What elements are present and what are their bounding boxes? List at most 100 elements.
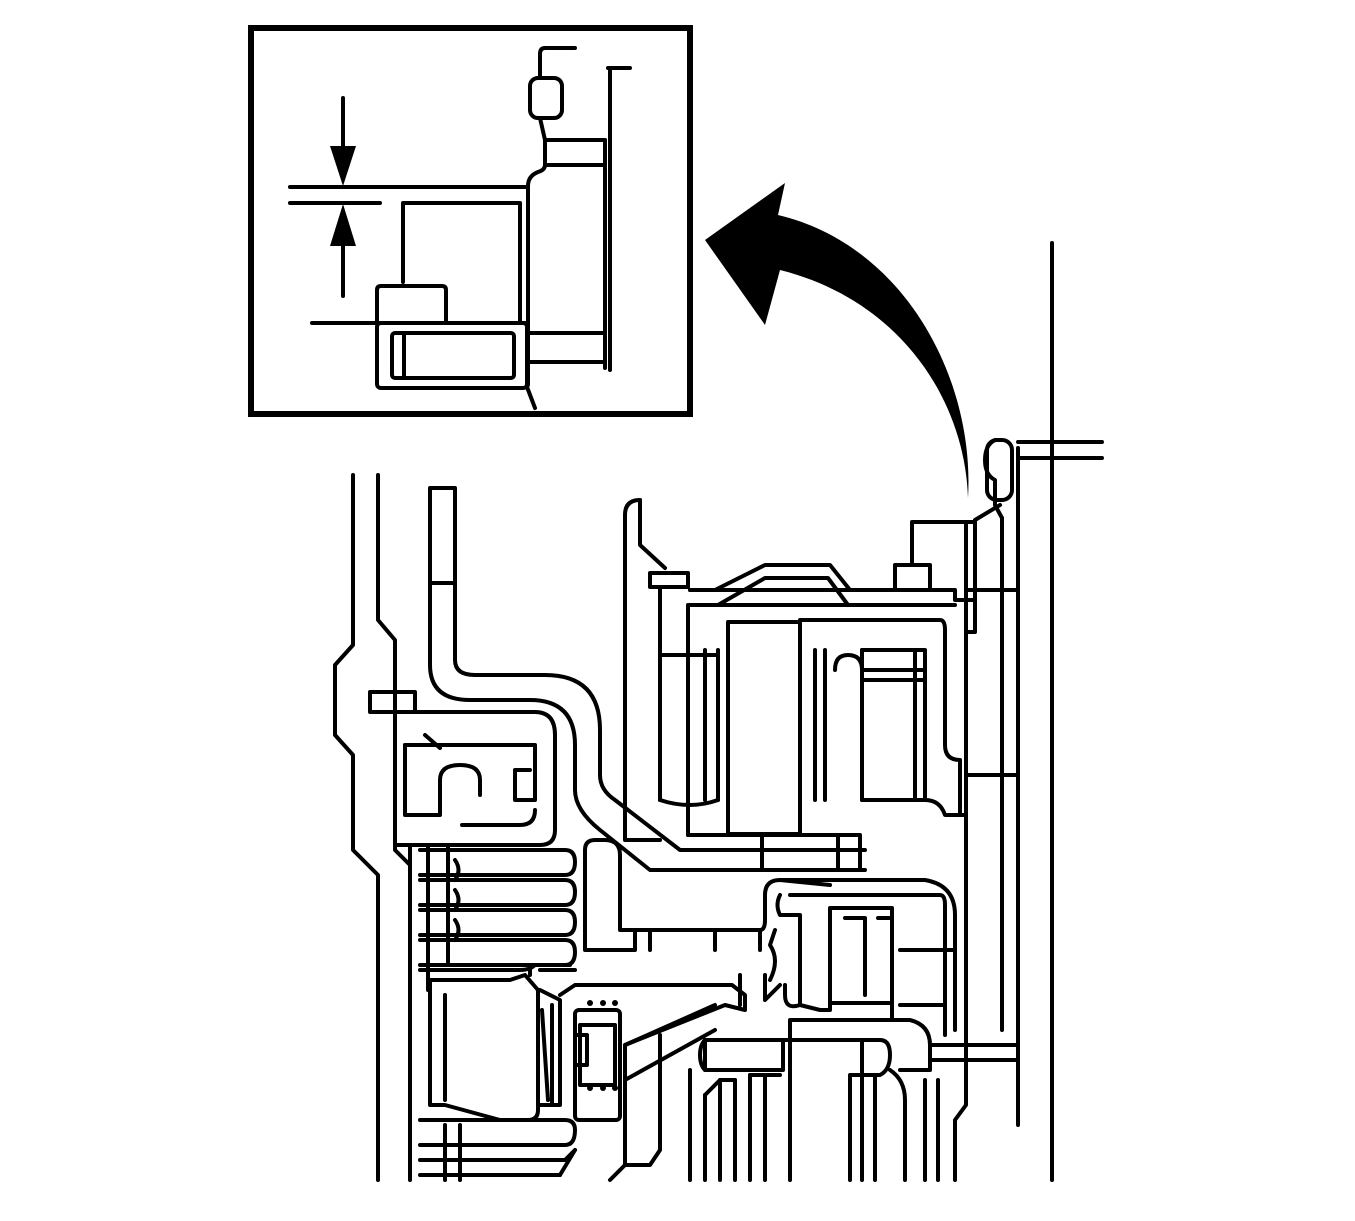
- housing-edge: [525, 385, 537, 410]
- clutch-drum-wall: [408, 843, 430, 1182]
- clutch-plate: [418, 848, 577, 877]
- drum-lip: [738, 973, 782, 1007]
- drum-bottom-step: [923, 798, 968, 817]
- accumulator-seal: [573, 1033, 589, 1067]
- case-wall-outer: [333, 473, 380, 1182]
- seal-tab: [648, 571, 690, 589]
- main-cross-section: [333, 241, 1104, 1182]
- clutch-plate: [418, 878, 577, 907]
- hub-wall-right: [953, 520, 968, 1182]
- clutch-plate-stack: [418, 843, 577, 967]
- snap-ring: [985, 438, 1014, 502]
- hub-left-wall: [623, 498, 662, 842]
- ring-gear: [788, 1018, 902, 1182]
- output-spline-tops: [703, 1073, 782, 1097]
- spring-block: [893, 563, 932, 592]
- dimension-arrow-icon: [330, 204, 356, 246]
- return-spring: [403, 743, 482, 817]
- carrier-ring: [890, 948, 957, 1072]
- plate-separators: [446, 843, 461, 967]
- inset-components: [310, 46, 632, 410]
- clutch-pack-block: [726, 620, 802, 836]
- seal-tab-left: [368, 690, 417, 714]
- upper-clutch-housing: [623, 498, 977, 872]
- lower-gear-train: [623, 1033, 940, 1182]
- inset-frame: [248, 25, 693, 417]
- output-carrier-lines: [860, 1038, 877, 1182]
- carrier-step: [798, 1001, 832, 1012]
- hub-left-inner: [638, 498, 667, 570]
- drum-top: [688, 588, 977, 634]
- piston-housing: [393, 710, 557, 847]
- carrier-lip: [775, 893, 802, 1009]
- shaft-bore: [1000, 446, 1020, 1127]
- curved-arrow-icon: [705, 183, 969, 498]
- clutch-plate-group: [860, 648, 927, 802]
- dimension-arrow-icon: [330, 146, 356, 186]
- piston-outline: [403, 743, 537, 802]
- clutch-hub: [798, 618, 962, 817]
- bearing-ball: [600, 1000, 606, 1006]
- inset-detail-view: [248, 25, 693, 417]
- apply-plate-detail: [528, 963, 577, 977]
- bearing-ball: [612, 1000, 618, 1006]
- carrier-outer: [778, 878, 957, 1032]
- bearing-ball: [587, 1000, 593, 1006]
- center-hub: [583, 838, 957, 1182]
- clutch-plate: [418, 908, 577, 937]
- spline-lines: [648, 928, 762, 952]
- sun-gear-plate: [633, 878, 832, 932]
- clutch-plate: [418, 938, 577, 967]
- bearing-ball: [612, 1085, 618, 1091]
- clutch-plate-lines: [860, 668, 927, 682]
- drum-hump-inner: [688, 576, 850, 607]
- clearance-dimension: [288, 96, 530, 298]
- oil-passage-inner: [453, 581, 867, 852]
- oil-passage-outer: [428, 581, 867, 872]
- hub-top: [538, 46, 577, 80]
- band-strut-lines: [623, 1003, 717, 1082]
- clutch-cap: [833, 653, 864, 672]
- output-carrier: [781, 1038, 892, 1182]
- retainer-lip: [973, 503, 1002, 522]
- radial-passages: [928, 588, 1020, 1062]
- piston-seal-inner: [390, 331, 516, 380]
- shaft-top: [428, 486, 457, 585]
- pinion-gear: [828, 906, 894, 1005]
- clutch-splines: [813, 648, 864, 802]
- output-shell: [888, 1068, 927, 1182]
- hub-step: [538, 116, 607, 142]
- bearing-ball: [600, 1085, 606, 1091]
- snap-ring: [528, 76, 564, 120]
- accumulator-piston: [578, 1023, 617, 1087]
- gear-edge: [768, 928, 777, 982]
- piston-walls: [686, 603, 720, 837]
- output-splines: [688, 1068, 767, 1182]
- hub-flange: [583, 838, 637, 952]
- right-housing: [928, 241, 1104, 1182]
- retainer-outline: [401, 201, 522, 325]
- lower-separators: [443, 1123, 462, 1182]
- piston-seal-path: [460, 808, 537, 827]
- left-housing: [333, 473, 867, 1182]
- drum-base: [686, 833, 862, 872]
- bearing-ball: [587, 1085, 593, 1091]
- thrust-washer-edge: [698, 1038, 707, 1072]
- outer-housing: [606, 66, 632, 372]
- drum-hump: [688, 563, 852, 592]
- spring-cap: [375, 284, 448, 325]
- output-shaft: [1016, 440, 1104, 460]
- clutch-plate-lower: [418, 1118, 577, 1147]
- carrier-inner: [788, 893, 947, 1037]
- case-wall-inner: [376, 473, 412, 867]
- output-hub-left: [623, 1033, 662, 1167]
- servo-spring: [540, 1003, 554, 1107]
- lower-assembly: [418, 963, 782, 1182]
- retainer-block: [910, 520, 977, 602]
- hub-body: [526, 138, 547, 387]
- thrust-washer: [703, 1038, 785, 1072]
- pinion-detail: [843, 916, 894, 997]
- piston-face: [658, 653, 720, 807]
